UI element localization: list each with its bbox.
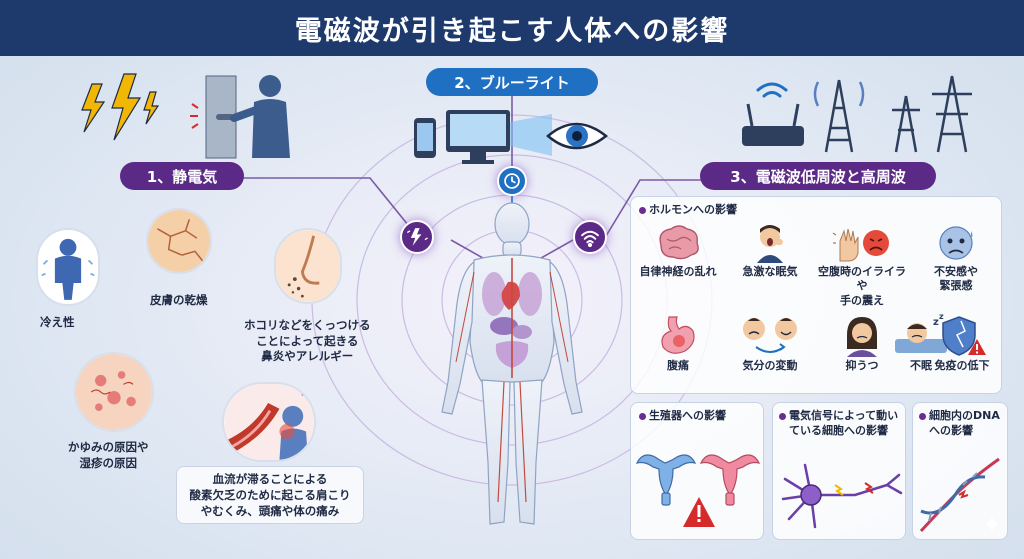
cold-person-icon <box>41 238 95 300</box>
blood-flow-label: 血流が滞ることによる 酸素欠乏のために起こる肩こり やむくみ、頭痛や体の痛み <box>176 466 364 525</box>
bullet-icon <box>779 412 786 420</box>
blood-vessel-circle <box>222 382 316 462</box>
section-blue-light: 2、ブルーライト <box>426 68 598 96</box>
dry-skin-label: 皮膚の乾燥 <box>150 293 208 307</box>
title-bar: 電磁波が引き起こす人体への影響 <box>0 0 1024 56</box>
reproductive-panel-title: 生殖器への影響 <box>639 409 726 424</box>
router-tower-illustration <box>742 75 972 153</box>
hormone-item: 不安感や緊張感 <box>911 223 1001 294</box>
insomnia-person-icon: z z <box>895 313 947 353</box>
section-electromagnetic-waves: 3、電磁波低周波と高周波 <box>700 162 936 190</box>
stomach-icon <box>661 316 695 354</box>
reproductive-panel: 生殖器への影響 <box>630 402 764 540</box>
itch-label: かゆみの原因や 湿疹の原因 <box>68 440 149 470</box>
page-title: 電磁波が引き起こす人体への影響 <box>294 15 730 47</box>
nerve-panel-title: 電気信号によって動い ている細胞への影響 <box>779 409 898 439</box>
mood-swing-faces-icon <box>743 318 797 353</box>
lightning-hub-icon <box>400 220 434 254</box>
hormone-item: z z 不眠 <box>875 313 967 373</box>
hormone-item: 気分の変動 <box>725 313 815 373</box>
cold-person-circle <box>36 228 100 306</box>
hormone-item: 自律神経の乱れ <box>633 223 723 279</box>
bullet-icon <box>639 412 646 420</box>
dust-allergy-label: ホコリなどをくっつける ことによって起きる 鼻炎やアレルギー <box>244 318 371 364</box>
dry-skin-circle <box>146 208 212 274</box>
hormone-panel-title: ホルモンへの影響 <box>639 203 737 218</box>
internal-organs <box>455 258 569 503</box>
shield-warning-icon <box>942 316 986 356</box>
wifi-hub-icon <box>573 220 607 254</box>
bullet-icon <box>639 206 646 214</box>
sparkle-icon <box>983 515 1001 533</box>
svg-text:z: z <box>933 317 939 328</box>
hormone-item: 免疫の低下 <box>921 313 1003 373</box>
svg-text:z: z <box>939 313 944 321</box>
static-shock-illustration <box>81 73 290 159</box>
dna-helix-icon <box>919 457 1000 533</box>
hormone-panel: ホルモンへの影響 自律神経の乱れ 急激な眠気 空腹時のイライラや手の震え <box>630 196 1002 394</box>
nose-dust-icon <box>276 230 340 302</box>
clock-hub-icon <box>497 166 527 196</box>
human-body-figure <box>441 202 583 525</box>
anxious-face-icon <box>939 226 973 260</box>
neuron-icon <box>781 463 903 529</box>
devices-eye-illustration <box>414 110 609 164</box>
itchy-skin-icon <box>76 354 152 430</box>
nerve-cell-panel: 電気信号によって動い ている細胞への影響 <box>772 402 906 540</box>
uterus-illustration <box>635 454 761 527</box>
brain-icon <box>659 225 699 260</box>
section-static-electricity: 1、静電気 <box>120 162 244 190</box>
blood-vessel-icon <box>224 384 314 460</box>
yawning-person-icon <box>757 225 783 263</box>
shaking-hand-angry-face-icon <box>832 228 889 262</box>
hormone-item: 抑うつ <box>817 313 907 373</box>
hormone-item: 急激な眠気 <box>725 223 815 279</box>
depressed-person-icon <box>847 317 877 357</box>
hormone-item: 腹痛 <box>633 313 723 373</box>
dna-panel-title: 細胞内のDNA への影響 <box>919 409 1000 439</box>
dna-panel: 細胞内のDNA への影響 <box>912 402 1008 540</box>
dry-skin-icon <box>148 210 210 272</box>
itchy-skin-circle <box>74 352 154 432</box>
cold-label: 冷え性 <box>40 315 75 329</box>
hormone-item: 空腹時のイライラや手の震え <box>817 223 907 308</box>
nose-dust-circle <box>274 228 342 304</box>
bullet-icon <box>919 412 926 420</box>
